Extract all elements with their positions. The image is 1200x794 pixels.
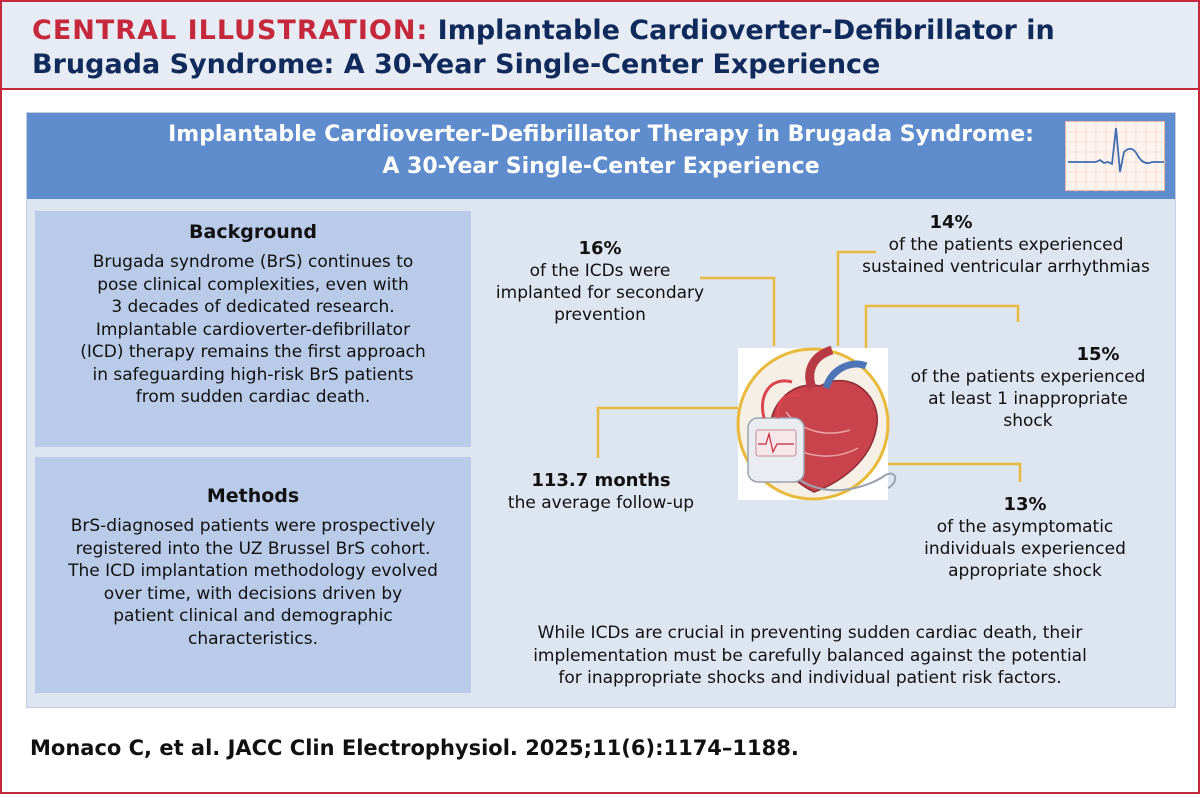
stat-line: at least 1 inappropriate	[928, 389, 1128, 409]
stat-line: of the patients experienced	[910, 367, 1146, 387]
stat-line: of the ICDs were	[529, 261, 671, 281]
stat-line: sustained ventricular arrhythmias	[862, 257, 1150, 277]
stat-inappropriate-shock: 15% of the patients experienced at least…	[878, 344, 1178, 432]
methods-box: Methods BrS-diagnosed patients were pros…	[35, 457, 471, 693]
stat-line: prevention	[554, 305, 646, 325]
central-illustration-label: CENTRAL ILLUSTRATION:	[32, 15, 429, 46]
heart-device-illustration	[736, 345, 897, 501]
background-line: in safeguarding high-risk BrS patients	[92, 364, 414, 385]
stat-secondary-prevention: 16% of the ICDs were implanted for secon…	[470, 238, 730, 326]
stat-line: of the patients experienced	[888, 235, 1124, 255]
illustration-panel: Implantable Cardioverter-Defibrillator T…	[26, 112, 1176, 708]
ecg-strip-icon	[1065, 121, 1166, 192]
stat-value: 13%	[1003, 494, 1047, 515]
background-line: (ICD) therapy remains the first approach	[80, 342, 426, 362]
stat-sustained-arrhythmias: 14% of the patients experienced sustaine…	[836, 212, 1176, 278]
background-heading: Background	[189, 221, 317, 243]
methods-heading: Methods	[206, 485, 300, 507]
header-line-1: CENTRAL ILLUSTRATION: Implantable Cardio…	[32, 14, 1198, 48]
banner: Implantable Cardioverter-Defibrillator T…	[27, 113, 1175, 199]
background-line: 3 decades of dedicated research.	[111, 297, 395, 317]
connector-sustained	[836, 250, 876, 346]
stat-value: 16%	[578, 238, 622, 259]
stat-line: of the asymptomatic	[936, 517, 1114, 537]
methods-line: BrS-diagnosed patients were prospectivel…	[70, 516, 436, 536]
stat-asymptomatic-shock: 13% of the asymptomatic individuals expe…	[880, 494, 1170, 582]
header-title-line1: Implantable Cardioverter-Defibrillator i…	[437, 15, 1055, 46]
conclusion-line: for inappropriate shocks and individual …	[558, 668, 1062, 688]
stat-line: the average follow-up	[507, 493, 695, 513]
stat-line: implanted for secondary	[495, 283, 705, 303]
background-line: from sudden cardiac death.	[135, 387, 371, 407]
central-illustration-header: CENTRAL ILLUSTRATION: Implantable Cardio…	[2, 2, 1198, 90]
methods-line: patient clinical and demographic	[113, 606, 393, 626]
banner-title-line1: Implantable Cardioverter-Defibrillator T…	[168, 122, 1034, 147]
connector-asymptomatic	[886, 462, 1022, 482]
background-text: Brugada syndrome (BrS) continues to pose…	[45, 251, 461, 409]
stat-line: shock	[1003, 411, 1053, 431]
stat-value: 113.7 months	[531, 470, 671, 491]
stat-value: 14%	[929, 212, 973, 233]
connector-followup	[596, 406, 740, 458]
conclusion-line: While ICDs are crucial in preventing sud…	[537, 623, 1083, 643]
banner-title-line2: A 30-Year Single-Center Experience	[382, 154, 820, 179]
stat-line: individuals experienced	[924, 539, 1126, 559]
background-line: pose clinical complexities, even with	[97, 274, 409, 295]
connector-secondary	[700, 276, 776, 346]
stat-value: 15%	[1076, 344, 1120, 365]
background-line: Implantable cardioverter-defibrillator	[95, 319, 411, 340]
methods-line: over time, with decisions driven by	[103, 583, 403, 604]
methods-line: characteristics.	[188, 628, 318, 649]
background-line: Brugada syndrome (BrS) continues to	[92, 252, 414, 272]
connector-inappropriate	[864, 304, 1020, 380]
background-box: Background Brugada syndrome (BrS) contin…	[35, 211, 471, 447]
methods-text: BrS-diagnosed patients were prospectivel…	[45, 515, 461, 650]
methods-line: The ICD implantation methodology evolved	[68, 561, 438, 581]
methods-line: registered into the UZ Brussel BrS cohor…	[75, 538, 431, 559]
citation: Monaco C, et al. JACC Clin Electrophysio…	[30, 736, 799, 760]
conclusion-line: implementation must be carefully balance…	[533, 645, 1087, 666]
banner-title: Implantable Cardioverter-Defibrillator T…	[27, 119, 1175, 183]
stat-follow-up: 113.7 months the average follow-up	[476, 470, 726, 514]
header-title-line2: Brugada Syndrome: A 30-Year Single-Cente…	[32, 49, 881, 80]
stat-line: appropriate shock	[948, 561, 1102, 581]
conclusion-text: While ICDs are crucial in preventing sud…	[470, 622, 1150, 690]
